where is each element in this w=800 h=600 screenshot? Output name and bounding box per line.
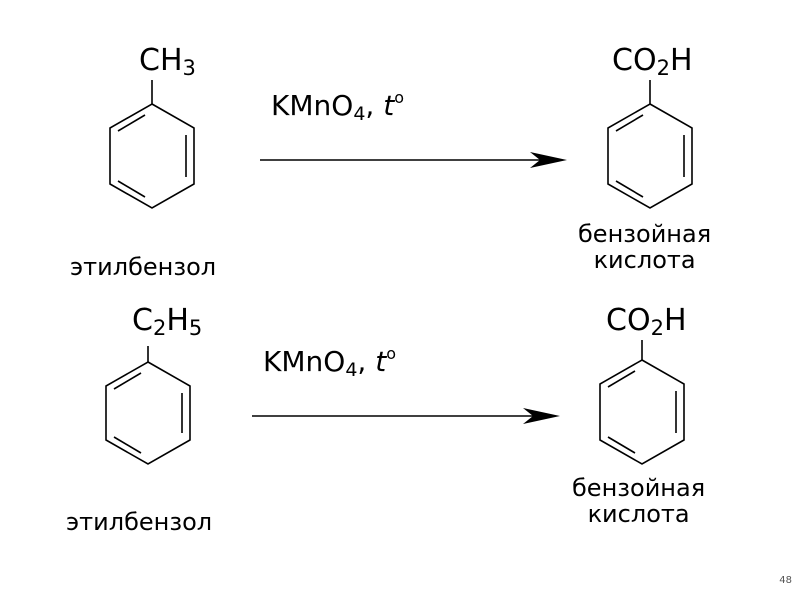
product-2-name-line2: кислота bbox=[587, 499, 690, 528]
ring-outline bbox=[607, 103, 693, 209]
double-bond-line bbox=[615, 114, 644, 132]
benzene-ring-product-1 bbox=[607, 80, 693, 209]
double-bond-line bbox=[607, 370, 636, 388]
double-bond-line bbox=[607, 436, 636, 454]
double-bond-line bbox=[117, 114, 146, 132]
benzene-ring-reactant-1 bbox=[109, 80, 195, 209]
product-1-name-line1: бензойная bbox=[578, 220, 712, 248]
benzene-ring-product-2 bbox=[599, 340, 685, 465]
page-number: 48 bbox=[779, 575, 792, 586]
product-1-formula: CO2H bbox=[612, 43, 693, 80]
reactant-2-name: этилбензол bbox=[66, 508, 213, 536]
double-bond-line bbox=[113, 372, 142, 390]
reactant-1-formula: CH3 bbox=[139, 43, 196, 80]
double-bond-line bbox=[615, 180, 644, 198]
product-1-name-line2: кислота bbox=[593, 245, 696, 274]
reagent-2: KMnO4, to bbox=[263, 344, 396, 381]
reaction-arrow-1 bbox=[260, 152, 567, 168]
benzene-ring-reactant-2 bbox=[105, 346, 191, 465]
ring-outline bbox=[599, 359, 685, 465]
double-bond-line bbox=[113, 436, 142, 454]
double-bond-line bbox=[117, 180, 146, 198]
reagent-1: KMnO4, to bbox=[271, 88, 404, 125]
product-2-name-line1: бензойная bbox=[572, 474, 706, 502]
reactant-1-name: этилбензол bbox=[70, 253, 217, 281]
ring-outline bbox=[109, 103, 195, 209]
reaction-arrow-2 bbox=[252, 408, 560, 424]
product-2-formula: CO2H bbox=[606, 303, 687, 340]
reactant-2-formula: C2H5 bbox=[132, 303, 203, 340]
ring-outline bbox=[105, 361, 191, 465]
product-2-name: бензойная кислота bbox=[572, 474, 706, 528]
product-1-name: бензойная кислота bbox=[578, 220, 712, 274]
